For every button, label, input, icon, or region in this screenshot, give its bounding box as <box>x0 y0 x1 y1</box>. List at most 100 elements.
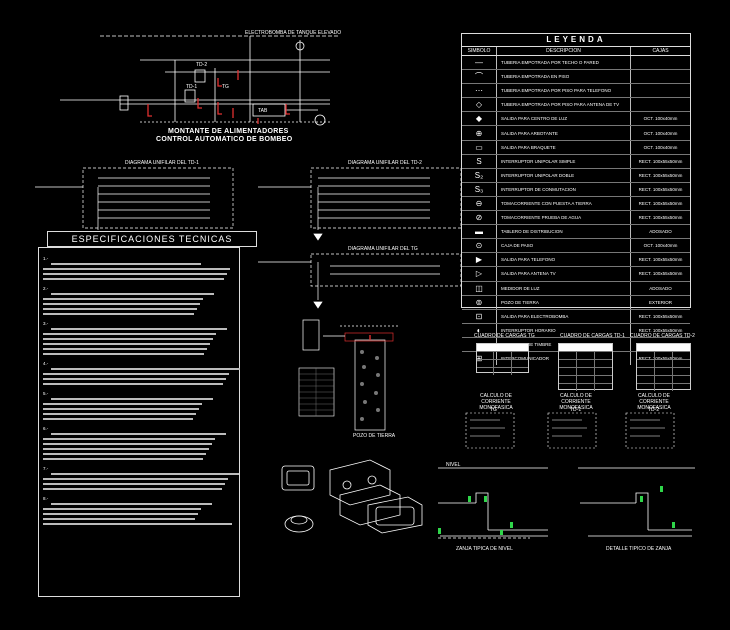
spec-section-mark: 7.- <box>43 466 49 471</box>
legend-symbol-icon: ▶ <box>462 253 497 267</box>
legend-code: RECT. 100x55x50mm <box>638 327 683 333</box>
spec-text-line <box>43 413 196 415</box>
spec-section-mark: 2.- <box>43 286 49 291</box>
legend-rows: —TUBERIA EMPOTRADA POR TECHO O PARED⌒TUB… <box>462 56 690 366</box>
calc-tg-title: CALCULO DE CORRIENTE MONOFASICA <box>479 393 513 411</box>
legend-header-symbol: SIMBOLO <box>462 47 497 55</box>
legend-symbol-icon: ⊚ <box>462 295 497 309</box>
spec-text-line <box>43 408 199 410</box>
ground-pit-label: POZO DE TIERRA <box>353 433 396 439</box>
legend-row: ▷SALIDA PARA ANTENA TV RECT. 100x55x50mm <box>462 267 690 282</box>
legend-code: OCT. 100x40mm <box>643 116 678 122</box>
legend-description: TUBERIA EMPOTRADA POR PISO PARA ANTENA D… <box>497 98 631 112</box>
unifilar-td1 <box>35 167 234 241</box>
spec-text-line <box>43 343 210 345</box>
riser-title-line1: MONTANTE DE ALIMENTADORES <box>168 128 289 135</box>
legend-symbol-icon: ▷ <box>462 267 497 281</box>
legend-code: RECT. 100x55x50mm <box>638 158 683 164</box>
legend-symbol-icon: — <box>462 56 497 70</box>
spec-text-line <box>43 448 209 450</box>
legend-symbol-icon: S₂ <box>462 168 497 182</box>
legend-header-code: CAJAS <box>652 48 669 54</box>
spec-section-mark: 5.- <box>43 391 49 396</box>
legend-description: SALIDA PARA TELEFONO <box>497 253 631 267</box>
spec-text-line <box>43 278 224 280</box>
spec-text-line <box>43 453 206 455</box>
calc-frames <box>465 412 675 449</box>
legend-code <box>631 84 690 97</box>
legend-symbol-icon: ⊕ <box>462 126 497 140</box>
device-drawings <box>281 459 423 534</box>
spec-text-line <box>43 513 198 515</box>
spec-text-line <box>43 313 194 315</box>
legend-code: OCT. 100x40mm <box>643 130 678 136</box>
riser-label-tab: TAB <box>258 108 268 114</box>
riser-label-tg: TG <box>222 84 229 90</box>
legend-description: SALIDA PARA ANTENA TV <box>497 267 631 281</box>
legend-code: RECT. 100x55x50mm <box>638 172 683 178</box>
table-td2 <box>636 343 691 391</box>
legend-code: OCT. 100x40mm <box>643 243 678 249</box>
legend-symbol-icon: ⋯ <box>462 84 497 98</box>
trench-nivel-label: NIVEL <box>446 462 461 468</box>
legend-code: RECT. 100x55x50mm <box>638 186 683 192</box>
calc-td2-sub: TD-2 <box>648 407 660 413</box>
legend-symbol-icon: ▬ <box>462 225 497 239</box>
riser-top-label: ELECTROBOMBA DE TANQUE ELEVADO <box>245 30 342 36</box>
trench-left-caption: ZANJA TIPICA DE NIVEL <box>456 546 513 552</box>
unifilar-tg-title: DIAGRAMA UNIFILAR DEL TG <box>348 246 418 252</box>
spec-text-line <box>43 308 197 310</box>
spec-text-line <box>51 293 214 295</box>
legend-description: SALIDA PARA ARBOTANTE <box>497 126 631 140</box>
legend-row: ⋯TUBERIA EMPOTRADA POR PISO PARA TELEFON… <box>462 84 690 99</box>
spec-text-line <box>43 383 223 385</box>
legend-code: RECT. 100x55x50mm <box>638 356 683 362</box>
trench-right-caption: DETALLE TIPICO DE ZANJA <box>606 546 672 552</box>
legend-description: INTERRUPTOR HORARIO <box>497 323 631 337</box>
legend-symbol-icon: ⊙ <box>462 239 497 253</box>
legend-symbol-icon: ⊘ <box>462 211 497 225</box>
calc-td1-title: CALCULO DE CORRIENTE MONOFASICA <box>559 393 593 411</box>
specs-title: ESPECIFICACIONES TECNICAS <box>47 231 257 247</box>
spec-section-mark: 8.- <box>43 496 49 501</box>
riser-diagram <box>60 35 340 126</box>
spec-section-mark: 4.- <box>43 361 49 366</box>
legend-code: RECT. 100x55x50mm <box>638 271 683 277</box>
legend-row: ◐INTERRUPTOR HORARIO RECT. 100x55x50mm <box>462 323 690 338</box>
spec-text-line <box>51 503 212 505</box>
trench-drawing-left <box>438 467 548 539</box>
legend-row: ⊕SALIDA PARA ARBOTANTE OCT. 100x40mm <box>462 126 690 141</box>
trench-green-marks <box>438 486 675 535</box>
trench-drawing-right <box>578 467 695 537</box>
legend-description: TOMACORRIENTE CON PUESTA A TIERRA <box>497 196 631 211</box>
legend-symbol-icon: ⊡ <box>462 309 497 323</box>
spec-text-line <box>43 348 207 350</box>
legend-code: RECT. 100x55x50mm <box>638 215 683 221</box>
legend-symbol-icon: S <box>462 154 497 168</box>
unifilar-td2 <box>258 167 462 241</box>
spec-text-line <box>43 268 230 270</box>
table-tg <box>476 343 529 375</box>
legend-row: —TUBERIA EMPOTRADA POR TECHO O PARED <box>462 56 690 71</box>
legend-code <box>631 56 690 69</box>
spec-text-line <box>43 403 202 405</box>
legend-row: ◇TUBERIA EMPOTRADA POR PISO PARA ANTENA … <box>462 98 690 113</box>
spec-section-mark: 1.- <box>43 256 49 261</box>
legend-row: ⊡SALIDA PARA ELECTROBOMBA RECT. 100x55x50… <box>462 309 690 324</box>
legend-description: SALIDA PARA ELECTROBOMBA <box>497 309 631 323</box>
spec-text-line <box>43 488 222 490</box>
spec-section-mark: 6.- <box>43 426 49 431</box>
legend-code: RECT. 100x55x50mm <box>638 313 683 319</box>
legend-row: ⌒TUBERIA EMPOTRADA EN PISO <box>462 70 690 85</box>
legend-symbol-icon: ⌒ <box>462 70 497 84</box>
legend-description: TUBERIA EMPOTRADA EN PISO <box>497 70 631 84</box>
legend-code: RECT. 100x55x50mm <box>638 257 683 263</box>
legend-symbol-icon: ◐ <box>462 323 497 337</box>
